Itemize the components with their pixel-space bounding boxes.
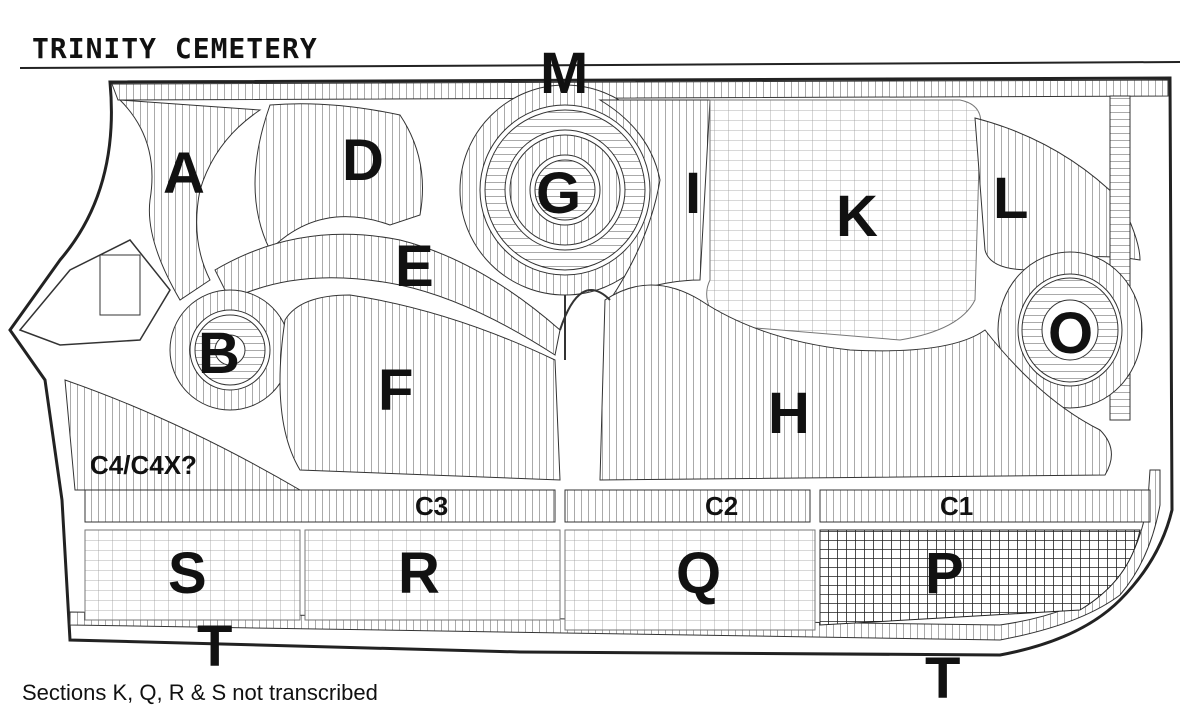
section-a-plots bbox=[118, 99, 262, 301]
section-label-s: S bbox=[168, 541, 207, 606]
section-label-o: O bbox=[1048, 301, 1094, 366]
section-label-g: G bbox=[536, 161, 582, 226]
top-border-line bbox=[19, 61, 1181, 69]
section-label-c1: C1 bbox=[940, 491, 974, 521]
section-label-c4: C4/C4X? bbox=[90, 450, 197, 480]
path-lines bbox=[559, 289, 611, 331]
section-label-e: E bbox=[395, 234, 434, 299]
section-g-plots bbox=[459, 84, 671, 296]
section-f-plots bbox=[279, 294, 561, 481]
section-label-r: R bbox=[398, 541, 440, 606]
section-h-plots bbox=[599, 284, 1112, 481]
section-o-plots bbox=[997, 251, 1143, 409]
section-k-plots bbox=[706, 99, 982, 341]
section-label-l: L bbox=[993, 166, 1029, 231]
section-label-t-right: T bbox=[925, 646, 961, 711]
section-label-t-left: T bbox=[197, 614, 233, 679]
section-r-plots bbox=[304, 529, 561, 621]
section-c1-row bbox=[819, 489, 1151, 523]
section-b-plots bbox=[169, 289, 291, 411]
section-e-plots bbox=[214, 233, 561, 356]
section-label-c3: C3 bbox=[415, 491, 449, 521]
section-label-i: I bbox=[685, 161, 702, 226]
section-label-c2: C2 bbox=[705, 491, 739, 521]
section-label-h: H bbox=[768, 381, 810, 446]
section-q-plots bbox=[564, 529, 816, 631]
section-c4-plots bbox=[64, 379, 302, 491]
section-label-d: D bbox=[342, 128, 384, 193]
section-c2-row bbox=[564, 489, 811, 523]
section-l-plots bbox=[974, 117, 1141, 271]
section-label-q: Q bbox=[676, 541, 722, 606]
cemetery-boundary bbox=[8, 76, 1174, 657]
perimeter-plots bbox=[111, 79, 1169, 101]
section-label-b: B bbox=[198, 321, 240, 386]
section-p-plots bbox=[819, 529, 1141, 626]
section-i-plots bbox=[598, 99, 711, 302]
section-s-plots bbox=[84, 529, 301, 621]
section-label-m: M bbox=[540, 41, 589, 106]
section-label-p: P bbox=[925, 541, 964, 606]
section-label-f: F bbox=[378, 358, 414, 423]
section-label-a: A bbox=[163, 141, 205, 206]
chapel-area bbox=[18, 239, 171, 346]
section-label-k: K bbox=[836, 184, 878, 249]
transcription-note: Sections K, Q, R & S not transcribed bbox=[22, 680, 378, 705]
section-d-plots bbox=[254, 103, 423, 251]
section-c3-row bbox=[84, 489, 556, 523]
map-title: TRINITY CEMETERY bbox=[32, 32, 318, 65]
